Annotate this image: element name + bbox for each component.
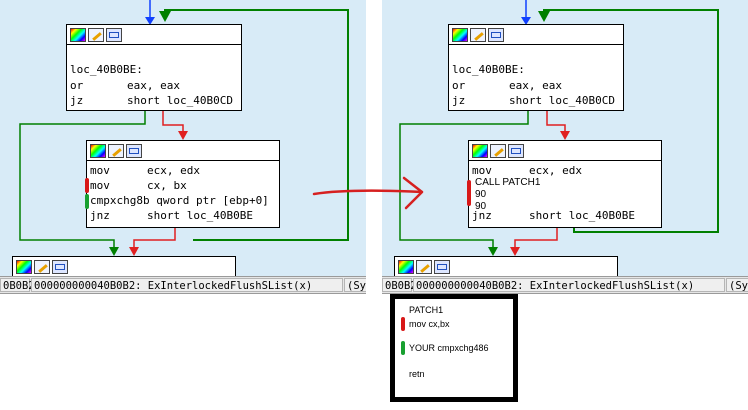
- patch-line: mov cx,bx: [409, 319, 450, 329]
- asm-mnemonic: mov: [90, 164, 110, 177]
- code-block-next[interactable]: [394, 256, 618, 276]
- code-block-next[interactable]: [12, 256, 236, 276]
- asm-mnemonic: jnz: [472, 209, 492, 222]
- asm-operand: cx, bx: [147, 179, 187, 192]
- pencil-icon[interactable]: [34, 259, 50, 274]
- asm-mnemonic: or: [70, 79, 84, 92]
- asm-instruction: cmpxchg8b qword ptr [ebp+0]: [90, 194, 269, 207]
- block-header: [449, 25, 623, 45]
- pencil-icon[interactable]: [88, 27, 104, 42]
- pencil-icon[interactable]: [470, 27, 486, 42]
- graph-view-original[interactable]: loc_40B0BE: or eax, eax jz short loc_40B…: [0, 0, 366, 276]
- code-block-cmpxchg[interactable]: mov ecx, edx mov cx, bx cmpxchg8b qword …: [85, 140, 280, 228]
- address-cell: 000000000040B0B2: ExInterlockedFlushSLis…: [413, 278, 725, 292]
- asm-operand: short loc_40B0BE: [147, 209, 253, 222]
- graph-edges: [399, 0, 719, 256]
- asm-operand: short loc_40B0CD: [509, 94, 615, 107]
- block-header: [13, 257, 235, 276]
- asm-operand: short loc_40B0BE: [529, 209, 635, 222]
- color-palette-icon[interactable]: [452, 27, 468, 42]
- asm-mnemonic: or: [452, 79, 466, 92]
- patch-line: YOUR cmpxchg486: [409, 343, 489, 353]
- patch-title: PATCH1: [409, 305, 444, 315]
- patch-code-box: PATCH1 mov cx,bx YOUR cmpxchg486 retn: [390, 294, 518, 402]
- asm-operand: short loc_40B0CD: [127, 94, 233, 107]
- patched-call: CALL PATCH1: [475, 177, 541, 188]
- color-palette-icon[interactable]: [16, 259, 32, 274]
- red-marker-bar: [467, 180, 471, 206]
- red-marker-bar: [401, 317, 405, 331]
- green-marker-bar: [85, 194, 89, 209]
- block-header: [395, 257, 617, 276]
- asm-operand: ecx, edx: [529, 164, 582, 177]
- address-cell: 000000000040B0B2: ExInterlockedFlushSLis…: [31, 278, 343, 292]
- graph-icon[interactable]: [106, 27, 122, 42]
- color-palette-icon[interactable]: [398, 259, 414, 274]
- green-marker-bar: [401, 341, 405, 355]
- pane-divider: [366, 0, 382, 294]
- asm-mnemonic: jz: [70, 94, 84, 107]
- asm-mnemonic: jnz: [90, 209, 110, 222]
- asm-mnemonic: jz: [452, 94, 466, 107]
- pencil-icon[interactable]: [416, 259, 432, 274]
- pencil-icon[interactable]: [108, 143, 124, 158]
- patch-line: retn: [409, 369, 425, 379]
- graph-icon[interactable]: [508, 143, 524, 158]
- block-header: [67, 25, 241, 45]
- asm-label: loc_40B0BE:: [70, 63, 143, 76]
- segment-cell: (Sy: [726, 278, 748, 292]
- code-block-loc-40b0be[interactable]: loc_40B0BE: or eax, eax jz short loc_40B…: [448, 24, 624, 111]
- color-palette-icon[interactable]: [90, 143, 106, 158]
- segment-cell: 0B0B2: [382, 278, 417, 292]
- transform-arrow-icon: [312, 176, 424, 210]
- nop-byte: 90: [475, 189, 487, 200]
- code-block-patched[interactable]: mov ecx, edx CALL PATCH1 90 90 jnz short…: [467, 140, 662, 228]
- color-palette-icon[interactable]: [472, 143, 488, 158]
- asm-operand: ecx, edx: [147, 164, 200, 177]
- graph-view-patched[interactable]: loc_40B0BE: or eax, eax jz short loc_40B…: [382, 0, 748, 276]
- graph-icon[interactable]: [434, 259, 450, 274]
- asm-operand: eax, eax: [127, 79, 180, 92]
- code-block-loc-40b0be[interactable]: loc_40B0BE: or eax, eax jz short loc_40B…: [66, 24, 242, 111]
- asm-operand: eax, eax: [509, 79, 562, 92]
- color-palette-icon[interactable]: [70, 27, 86, 42]
- status-bar-right: 0B0B2 000000000040B0B2: ExInterlockedFlu…: [382, 276, 748, 294]
- segment-cell: 0B0B2: [0, 278, 35, 292]
- graph-edges: [19, 0, 349, 256]
- graph-icon[interactable]: [52, 259, 68, 274]
- graph-icon[interactable]: [488, 27, 504, 42]
- block-header: [469, 141, 661, 161]
- asm-label: loc_40B0BE:: [452, 63, 525, 76]
- asm-mnemonic: mov: [472, 164, 492, 177]
- asm-mnemonic: mov: [90, 179, 110, 192]
- segment-cell: (Sy: [344, 278, 366, 292]
- graph-icon[interactable]: [126, 143, 142, 158]
- red-marker-bar: [85, 178, 89, 193]
- status-bar-left: 0B0B2 000000000040B0B2: ExInterlockedFlu…: [0, 276, 366, 294]
- block-header: [87, 141, 279, 161]
- pencil-icon[interactable]: [490, 143, 506, 158]
- nop-byte: 90: [475, 201, 487, 212]
